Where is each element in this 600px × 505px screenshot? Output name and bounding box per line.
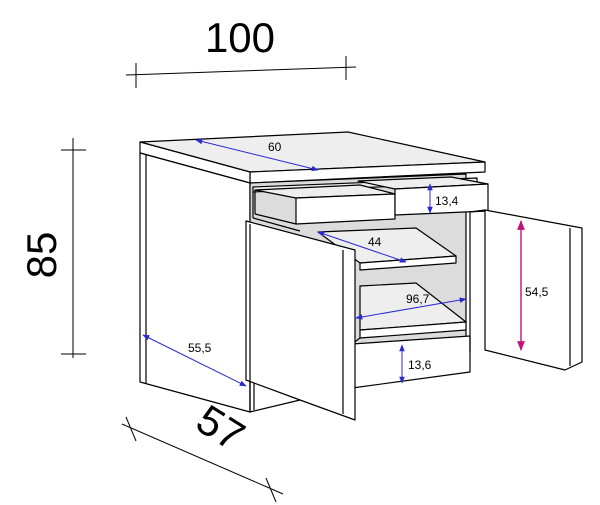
dim-line-inner-width — [355, 297, 467, 320]
left-drawer-front — [295, 193, 396, 225]
height-dimension: 85 — [18, 138, 86, 358]
height-label: 85 — [18, 232, 65, 279]
door-height-dimension: 54,5 — [517, 220, 549, 351]
label-shelf-depth: 44 — [368, 235, 382, 249]
label-side-depth: 55,5 — [188, 341, 212, 355]
dim-line-top-width — [195, 138, 319, 172]
middle-shelf-edge — [359, 255, 457, 271]
dim-line-shelf-depth — [317, 231, 407, 263]
label-bottom-drawer: 13,6 — [408, 358, 432, 372]
interior-dimensions: 60 13,4 44 96,7 55,5 13,6 — [142, 138, 467, 387]
label-drawer-height: 13,4 — [435, 194, 459, 208]
label-top-width: 60 — [268, 140, 282, 154]
left-side-panel — [139, 152, 251, 413]
right-door — [484, 209, 583, 371]
dim-line-side-depth — [142, 334, 247, 387]
depth-dimension: 57 — [121, 395, 284, 503]
cabinet-body — [139, 131, 583, 421]
label-inner-width: 96,7 — [406, 292, 430, 306]
lower-shelf-edge — [359, 321, 467, 339]
label-door-height: 54,5 — [525, 285, 549, 299]
width-dimension: 100 — [125, 14, 357, 88]
width-label: 100 — [205, 14, 275, 61]
